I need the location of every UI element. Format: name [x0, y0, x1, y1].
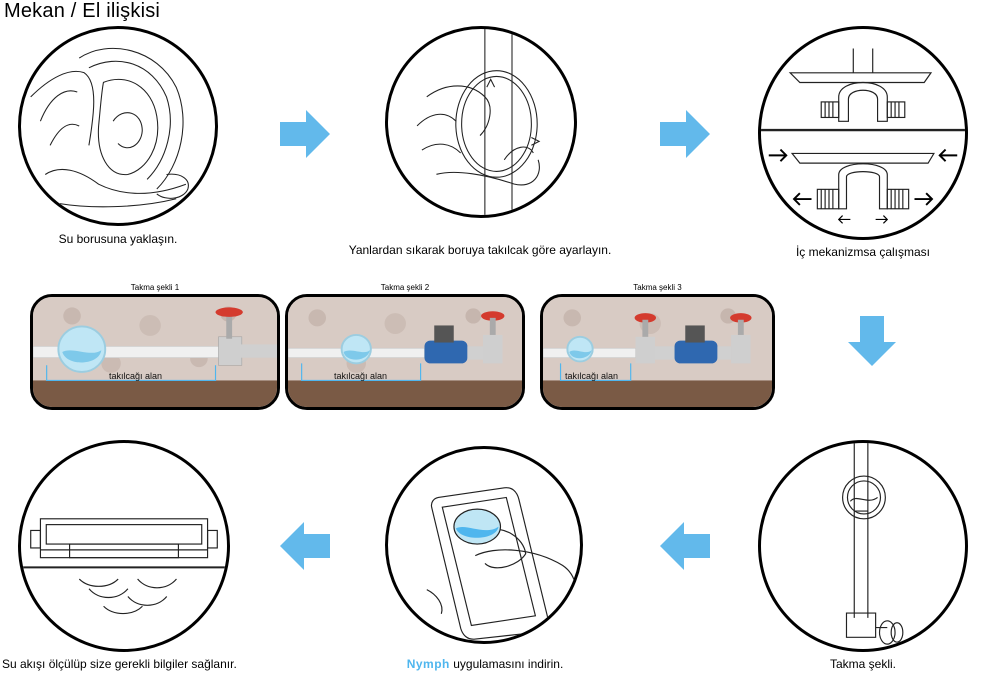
- step-1-caption: Su borusuna yaklaşın.: [58, 232, 178, 246]
- mount-2-photo: takılcağı alan: [285, 294, 525, 410]
- step-2-caption: Yanlardan sıkarak boruya takılcak göre a…: [348, 243, 612, 257]
- mount-1-zone-label: takılcağı alan: [109, 371, 163, 381]
- page-title: Mekan / El ilişkisi: [4, 0, 161, 22]
- mount-1-scene: [33, 297, 277, 407]
- step-6-caption: Su akışı ölçülüp size gerekli bilgiler s…: [2, 657, 237, 671]
- mount-3-title: Takma şekli 3: [633, 283, 682, 292]
- mount-2-title: Takma şekli 2: [380, 283, 430, 292]
- step-6-illustration: [18, 440, 230, 652]
- squeeze-device-drawing: [416, 29, 541, 215]
- mount-3-photo: takılcağı alan: [540, 294, 775, 410]
- step-1-illustration: [18, 26, 218, 226]
- arrow-left-icon: [660, 522, 710, 570]
- mount-1-title: Takma şekli 1: [130, 283, 180, 292]
- mechanism-drawing: [761, 48, 965, 224]
- hand-approach-drawing: [30, 47, 189, 208]
- step-4-illustration: [758, 440, 968, 652]
- phone-app-drawing: [426, 487, 577, 640]
- nymph-brand: Nymph: [406, 657, 450, 671]
- mount-3-scene: [543, 297, 772, 407]
- mount-2-scene: [288, 297, 522, 407]
- step-5-caption: Nymph uygulamasını indirin.: [365, 657, 605, 671]
- mounted-device-drawing: [842, 443, 904, 645]
- flow-measure-drawing: [21, 518, 227, 615]
- step-4-caption: Takma şekli.: [829, 657, 897, 671]
- arrow-down-icon: [848, 316, 896, 366]
- step-3-illustration: [758, 26, 968, 240]
- step-2-illustration: [385, 26, 577, 218]
- step-3-caption: İç mekanizmsa çalışması: [795, 245, 931, 259]
- arrow-right-icon: [660, 110, 710, 158]
- mount-3-zone-label: takılcağı alan: [565, 371, 619, 381]
- step-5-caption-text: uygulamasını indirin.: [449, 657, 564, 671]
- arrow-right-icon: [280, 110, 330, 158]
- arrow-left-icon: [280, 522, 330, 570]
- step-5-illustration: [385, 446, 583, 644]
- mount-1-photo: takılcağı alan: [30, 294, 280, 410]
- mount-2-zone-label: takılcağı alan: [334, 371, 388, 381]
